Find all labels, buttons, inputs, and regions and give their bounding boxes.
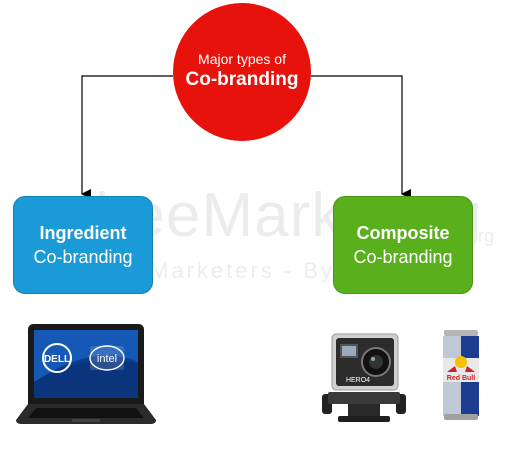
composite-node-title: Composite <box>356 223 450 243</box>
connector-right <box>311 75 411 199</box>
ingredient-node-subtitle: Co-branding <box>33 247 133 267</box>
composite-node: Composite Co-branding <box>333 196 473 294</box>
ingredient-node: Ingredient Co-branding <box>13 196 153 294</box>
ingredient-node-title: Ingredient <box>39 223 127 243</box>
dell-logo-text: DELL <box>44 354 70 365</box>
camera-image: HERO4 <box>322 333 406 422</box>
intel-logo-text: intel <box>97 353 117 365</box>
camera-label: HERO4 <box>346 377 370 384</box>
composite-node-subtitle: Co-branding <box>353 247 453 267</box>
root-node-line1: Major types of <box>198 51 286 67</box>
root-node-line2: Co-branding <box>185 69 299 90</box>
can-label: Red Bull <box>447 375 475 382</box>
can-image: Red Bull <box>443 330 479 420</box>
laptop-image: DELL intel <box>16 324 156 424</box>
connector-left <box>81 75 173 199</box>
root-node: Major types of Co-branding <box>173 3 311 141</box>
